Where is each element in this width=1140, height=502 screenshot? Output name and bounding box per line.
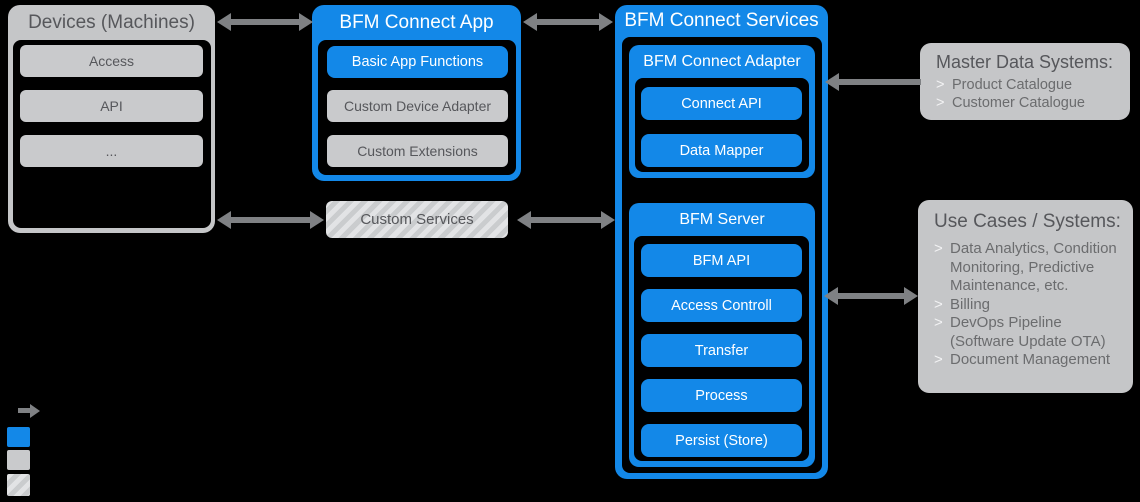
bfm-connect-adapter-panel: Connect API Data Mapper bbox=[635, 78, 809, 172]
server-item-bfm-api: BFM API bbox=[641, 244, 802, 277]
devices-panel: Access API ... bbox=[13, 40, 211, 228]
arrow-devices-app bbox=[231, 19, 299, 25]
bfm-connect-services-title: BFM Connect Services bbox=[624, 10, 819, 31]
arrow-app-services bbox=[537, 19, 599, 25]
chevron-bullet-icon: > bbox=[936, 95, 945, 111]
app-item-basic-app-functions: Basic App Functions bbox=[327, 46, 508, 78]
bfm-server-box: BFM Server BFM API Access Controll Trans… bbox=[629, 203, 815, 467]
bullet-product-catalogue: > Product Catalogue bbox=[936, 76, 1122, 94]
devices-box: Devices (Machines) Access API ... bbox=[8, 5, 215, 233]
arrow-master-data-to-services bbox=[839, 79, 921, 85]
server-item-persist-store: Persist (Store) bbox=[641, 424, 802, 457]
adapter-item-data-mapper: Data Mapper bbox=[641, 134, 802, 167]
server-item-process: Process bbox=[641, 379, 802, 412]
app-item-custom-device-adapter: Custom Device Adapter bbox=[327, 90, 508, 122]
device-item-more: ... bbox=[20, 135, 203, 167]
bfm-connect-app-box: BFM Connect App Basic App Functions Cust… bbox=[312, 5, 521, 181]
bfm-connect-adapter-box: BFM Connect Adapter Connect API Data Map… bbox=[629, 45, 815, 178]
arrow-custom-services-services bbox=[531, 217, 601, 223]
chevron-bullet-icon: > bbox=[934, 240, 943, 257]
bfm-connect-services-panel: BFM Connect Adapter Connect API Data Map… bbox=[622, 37, 822, 473]
bfm-connect-services-box: BFM Connect Services BFM Connect Adapter… bbox=[615, 5, 828, 479]
bullet-billing: > Billing bbox=[934, 296, 1125, 315]
device-item-api: API bbox=[20, 90, 203, 122]
bullet-text: Customer Catalogue bbox=[952, 95, 1085, 111]
server-item-access-controll: Access Controll bbox=[641, 289, 802, 322]
bfm-server-title: BFM Server bbox=[679, 211, 765, 228]
device-item-access: Access bbox=[20, 45, 203, 77]
arrow-devices-custom-services bbox=[231, 217, 310, 223]
devices-title: Devices (Machines) bbox=[28, 12, 195, 33]
app-item-custom-extensions: Custom Extensions bbox=[327, 135, 508, 167]
bullet-text: Product Catalogue bbox=[952, 77, 1073, 93]
bullet-document-management: > Document Management bbox=[934, 351, 1125, 370]
master-data-systems-box: Master Data Systems: > Product Catalogue… bbox=[920, 43, 1130, 120]
adapter-item-connect-api: Connect API bbox=[641, 87, 802, 120]
chevron-bullet-icon: > bbox=[934, 314, 943, 331]
bfm-connect-app-panel: Basic App Functions Custom Device Adapte… bbox=[318, 40, 516, 175]
bfm-connect-adapter-title: BFM Connect Adapter bbox=[643, 53, 801, 70]
bfm-connect-app-title: BFM Connect App bbox=[339, 12, 494, 33]
bullet-customer-catalogue: > Customer Catalogue bbox=[936, 94, 1122, 112]
chevron-bullet-icon: > bbox=[936, 77, 945, 93]
bullet-devops-pipeline: > DevOps Pipeline (Software Update OTA) bbox=[934, 314, 1125, 351]
use-cases-systems-title: Use Cases / Systems: bbox=[934, 211, 1121, 232]
chevron-bullet-icon: > bbox=[934, 295, 943, 313]
legend-arrow-icon bbox=[18, 408, 30, 413]
use-cases-systems-box: Use Cases / Systems: > Data Analytics, C… bbox=[918, 200, 1133, 393]
server-item-transfer: Transfer bbox=[641, 334, 802, 367]
master-data-systems-title: Master Data Systems: bbox=[936, 52, 1114, 72]
legend-blue-swatch bbox=[7, 427, 30, 447]
bullet-text: Data Analytics, Condition Monitoring, Pr… bbox=[950, 240, 1117, 294]
chevron-bullet-icon: > bbox=[934, 351, 943, 368]
legend-gray-swatch bbox=[7, 450, 30, 470]
bullet-text: DevOps Pipeline (Software Update OTA) bbox=[950, 314, 1106, 350]
bfm-server-panel: BFM API Access Controll Transfer Process… bbox=[634, 236, 809, 461]
legend-hatched-swatch bbox=[7, 474, 30, 496]
custom-services-box: Custom Services bbox=[326, 201, 508, 238]
bullet-text: Billing bbox=[950, 295, 991, 313]
bullet-data-analytics: > Data Analytics, Condition Monitoring, … bbox=[934, 240, 1125, 296]
bullet-text: Document Management bbox=[950, 351, 1111, 368]
arrow-services-use-cases bbox=[838, 293, 904, 299]
